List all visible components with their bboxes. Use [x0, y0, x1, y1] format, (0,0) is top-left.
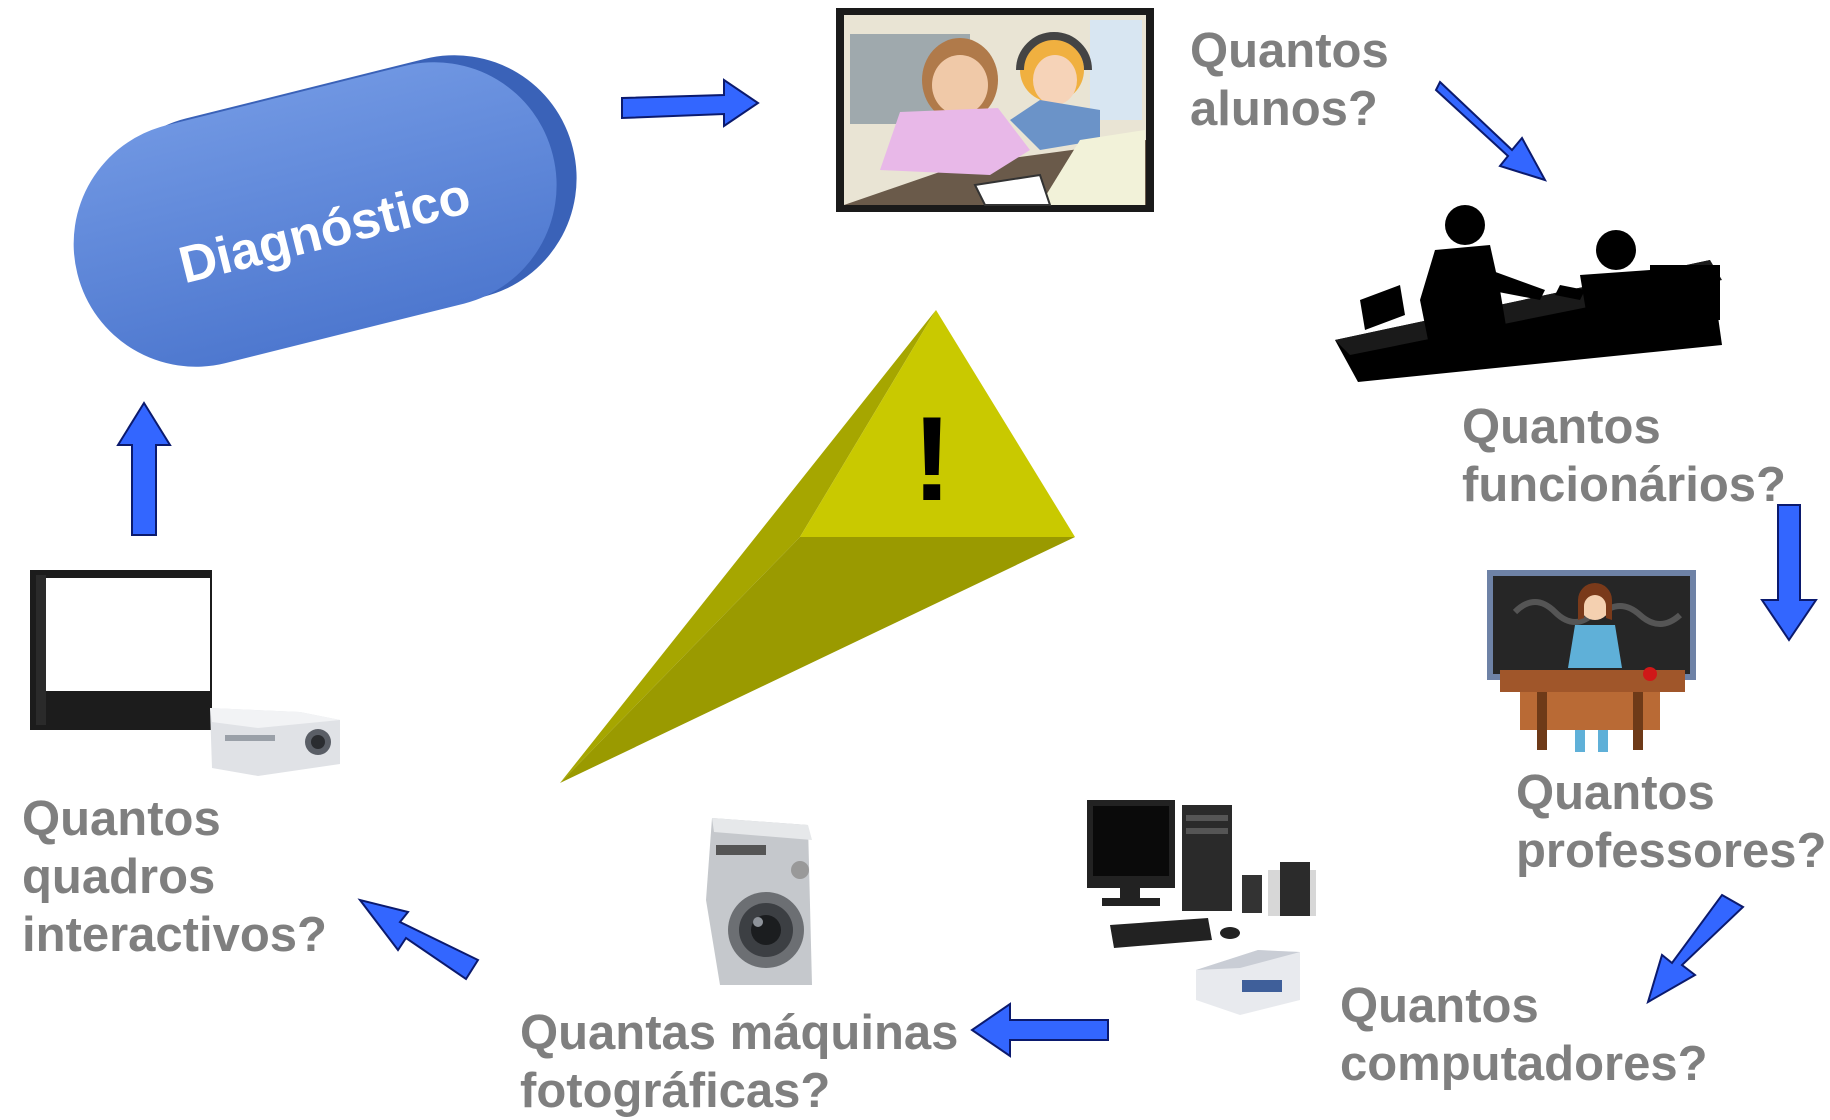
label-funcionarios: Quantos funcionários?: [1462, 400, 1786, 512]
arrow-diagonal-down-left-1: [1646, 893, 1745, 1005]
arrow-left-1: [970, 1002, 1109, 1058]
label-maquinas-fotograficas: Quantas máquinas fotográficas?: [520, 1006, 959, 1118]
label-professores: Quantos professores?: [1516, 766, 1827, 878]
exclamation-mark: !: [912, 392, 952, 526]
arrow-up-1: [116, 401, 172, 536]
computer-image: [1087, 800, 1316, 1015]
arrow-right-1: [621, 78, 760, 128]
diagnostico-pill: Diagnóstico: [73, 55, 577, 367]
camera-image: [706, 818, 812, 985]
label-alunos: Quantos alunos?: [1190, 24, 1389, 136]
staff-image: [1335, 205, 1722, 382]
arrow-down-1: [1760, 504, 1818, 642]
arrow-diagonal-up-left-1: [357, 898, 480, 981]
whiteboard-image: [30, 570, 340, 776]
arrow-diagonal-down-right-1: [1434, 80, 1548, 182]
warning-pyramid: !: [560, 310, 1075, 783]
label-quadros-interactivos: Quantos quadros interactivos?: [22, 792, 327, 962]
teacher-image: [1487, 570, 1696, 752]
label-computadores: Quantos computadores?: [1340, 979, 1708, 1091]
students-image: [836, 8, 1154, 212]
